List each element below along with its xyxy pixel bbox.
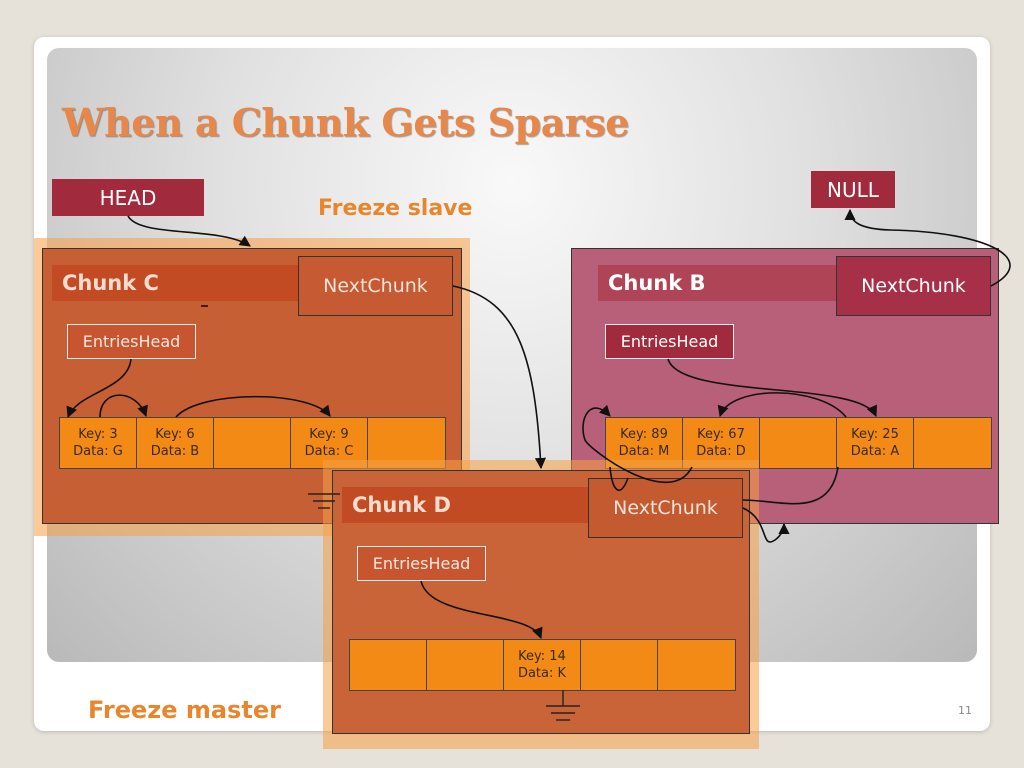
arrow-b-key89-down [609,466,629,492]
ground-symbol-chunk-d [546,690,580,721]
entry-key: Key: 25 [851,427,899,442]
chunk-c-label: Chunk C [62,271,159,295]
chunk-d-entries-head: EntriesHead [357,546,486,581]
entry-data: Data: D [696,444,746,459]
chunk-c-entry-2: Key: 6 Data: B [137,418,214,468]
entry-data: Data: A [850,444,900,459]
entry-key: Key: 89 [620,427,668,442]
chunk-b-next-chunk: NextChunk [836,256,991,316]
chunk-d-entry-4 [581,640,658,690]
chunk-c-band [52,265,298,301]
chunk-c-next-chunk: NextChunk [298,256,453,316]
entry-data: Data: K [517,666,567,681]
arrow-b-key25-to-d [742,466,839,505]
arrow-b-key67-to-key89 [582,404,693,483]
chunk-b-entries-head: EntriesHead [605,324,734,359]
freeze-slave-label: Freeze slave [318,196,473,221]
chunk-d-label: Chunk D [352,493,451,517]
chunk-b-band [598,265,838,301]
arrow-b-key25-to-key67 [717,392,847,418]
chunk-d-entry-3: Key: 14 Data: K [504,640,581,690]
arrow-b-next-to-null [844,208,1011,287]
arrow-b-head-to-key25 [667,358,877,418]
chunk-b-label: Chunk B [608,271,706,295]
entry-key: Key: 14 [518,649,566,664]
entry-data: Data: C [304,444,354,459]
chunk-c-entries-head: EntriesHead [67,324,196,359]
arrow-c-key6-to-key9 [175,395,331,418]
chunk-b-entry-1: Key: 89 Data: M [606,418,683,468]
arrow-c-head-to-key3 [66,358,132,419]
chunk-b-entry-4: Key: 25 Data: A [837,418,914,468]
entry-data: Data: B [150,444,200,459]
chunk-d-entries: Key: 14 Data: K [349,639,736,691]
arrow-d-head-to-key14 [420,580,543,640]
entry-key: Key: 67 [697,427,745,442]
arrow-c-next-to-d [452,285,547,470]
arrow-d-next-to-b [742,507,790,543]
chunk-d-entry-2 [427,640,504,690]
entry-key: Key: 3 [78,427,118,442]
ground-symbol-chunk-c [308,493,340,509]
entry-data: Data: G [73,444,123,459]
chunk-c-entry-1: Key: 3 Data: G [60,418,137,468]
entry-key: Key: 6 [155,427,195,442]
slide-title: When a Chunk Gets Sparse [62,100,629,145]
chunk-d-entry-1 [350,640,427,690]
entry-key: Key: 9 [309,427,349,442]
arrow-c-key3-to-key6 [99,394,148,418]
head-box: HEAD [52,179,204,216]
arrow-head-to-chunk-c [127,215,251,247]
chunk-d-band [342,487,588,523]
chunk-c-entry-3 [214,418,291,468]
freeze-master-label: Freeze master [88,696,281,724]
entry-data: Data: M [618,444,670,459]
chunk-d-next-chunk: NextChunk [588,478,743,538]
page-number: 11 [958,704,972,717]
chunk-b-entry-3 [760,418,837,468]
null-box: NULL [811,171,895,208]
chunk-c-entry-4: Key: 9 Data: C [291,418,368,468]
chunk-b-entry-2: Key: 67 Data: D [683,418,760,468]
